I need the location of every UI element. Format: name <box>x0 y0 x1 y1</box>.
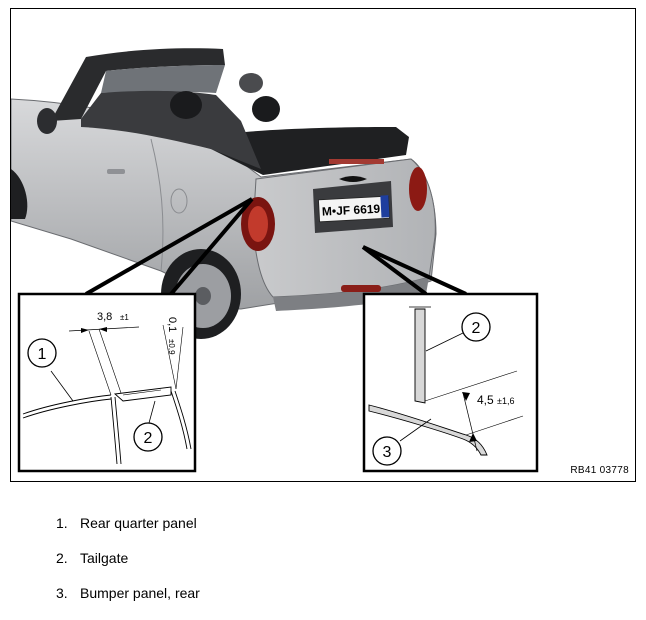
quarter-panel-profile <box>22 394 112 415</box>
bumper-profile <box>368 404 488 456</box>
dim-flush-tol: ±0,9 <box>167 339 176 355</box>
windscreen-frame <box>51 48 225 121</box>
fuel-cap <box>170 188 188 214</box>
tailgate-profile <box>414 308 426 404</box>
quarter-panel-edge <box>110 396 118 465</box>
dim-gap-width-tol: ±1 <box>120 313 129 322</box>
legend-item: 1. Rear quarter panel <box>56 515 200 533</box>
headrest-left <box>170 91 202 119</box>
front-wheel <box>11 169 28 219</box>
legend-item-number: 1. <box>56 515 68 531</box>
car-illustration: M•JF 6619 <box>11 48 437 339</box>
tailgate-flange <box>113 386 172 402</box>
leader-line-left-b <box>169 197 254 296</box>
legend-item: 2. Tailgate <box>56 550 200 568</box>
leader-line-right-b <box>362 245 467 296</box>
dim-flush: 0,1 <box>166 317 178 332</box>
dim-gap-width: 3,8 <box>97 311 112 323</box>
plate-text: M•JF 6619 <box>322 202 381 219</box>
plate-eu-band <box>380 195 390 218</box>
windscreen-glass <box>101 65 225 93</box>
legend-item-label: Bumper panel, rear <box>80 585 200 601</box>
figure-code: RB41 03778 <box>570 465 629 476</box>
car-gap-diagram: M•JF 6619 <box>11 48 539 473</box>
tail-light-right <box>409 167 427 211</box>
cabin-interior <box>81 90 261 169</box>
detail-box-right: 4,5 ±1,6 2 3 <box>362 292 539 473</box>
legend-item-label: Rear quarter panel <box>80 515 197 531</box>
dim-bumper-gap: 4,5 <box>477 393 494 407</box>
door-line <box>150 138 164 272</box>
callout-right-2-number: 2 <box>472 320 481 337</box>
legend-item-label: Tailgate <box>80 550 129 566</box>
dim-bumper-gap-tol: ±1,6 <box>497 396 514 406</box>
legend-item: 3. Bumper panel, rear <box>56 585 200 603</box>
callout-right-3 <box>372 436 402 466</box>
door-handle <box>107 169 125 174</box>
brake-light <box>329 159 384 164</box>
leader-line-right-a <box>361 245 428 296</box>
detail-box-left: 3,8 ±1 0,1 ±0,9 1 2 <box>17 292 197 473</box>
rear-mirror <box>239 73 263 93</box>
legend-item-number: 2. <box>56 550 68 566</box>
leader-line-left-a <box>85 197 253 296</box>
car-rear-bumper <box>273 277 429 311</box>
side-mirror <box>37 108 57 134</box>
callout-right-3-number: 3 <box>383 444 392 461</box>
rear-reflector <box>341 285 381 292</box>
callout-left-1 <box>27 338 57 368</box>
callout-right-2 <box>461 312 491 342</box>
rear-wheel-hub <box>195 287 211 305</box>
callout-left-2 <box>133 422 163 452</box>
brand-badge-icon <box>339 176 367 182</box>
diagram-figure: M•JF 6619 <box>10 8 636 482</box>
callout-left-1-number: 1 <box>38 346 47 363</box>
legend-item-number: 3. <box>56 585 68 601</box>
tail-light-left-inner <box>248 206 268 242</box>
callout-left-2-number: 2 <box>144 430 153 447</box>
dim-line-bumper-gap <box>462 392 478 452</box>
headrest-right <box>252 96 280 122</box>
tailgate-edge <box>170 390 188 450</box>
legend-list: 1. Rear quarter panel 2. Tailgate 3. Bum… <box>56 515 200 620</box>
